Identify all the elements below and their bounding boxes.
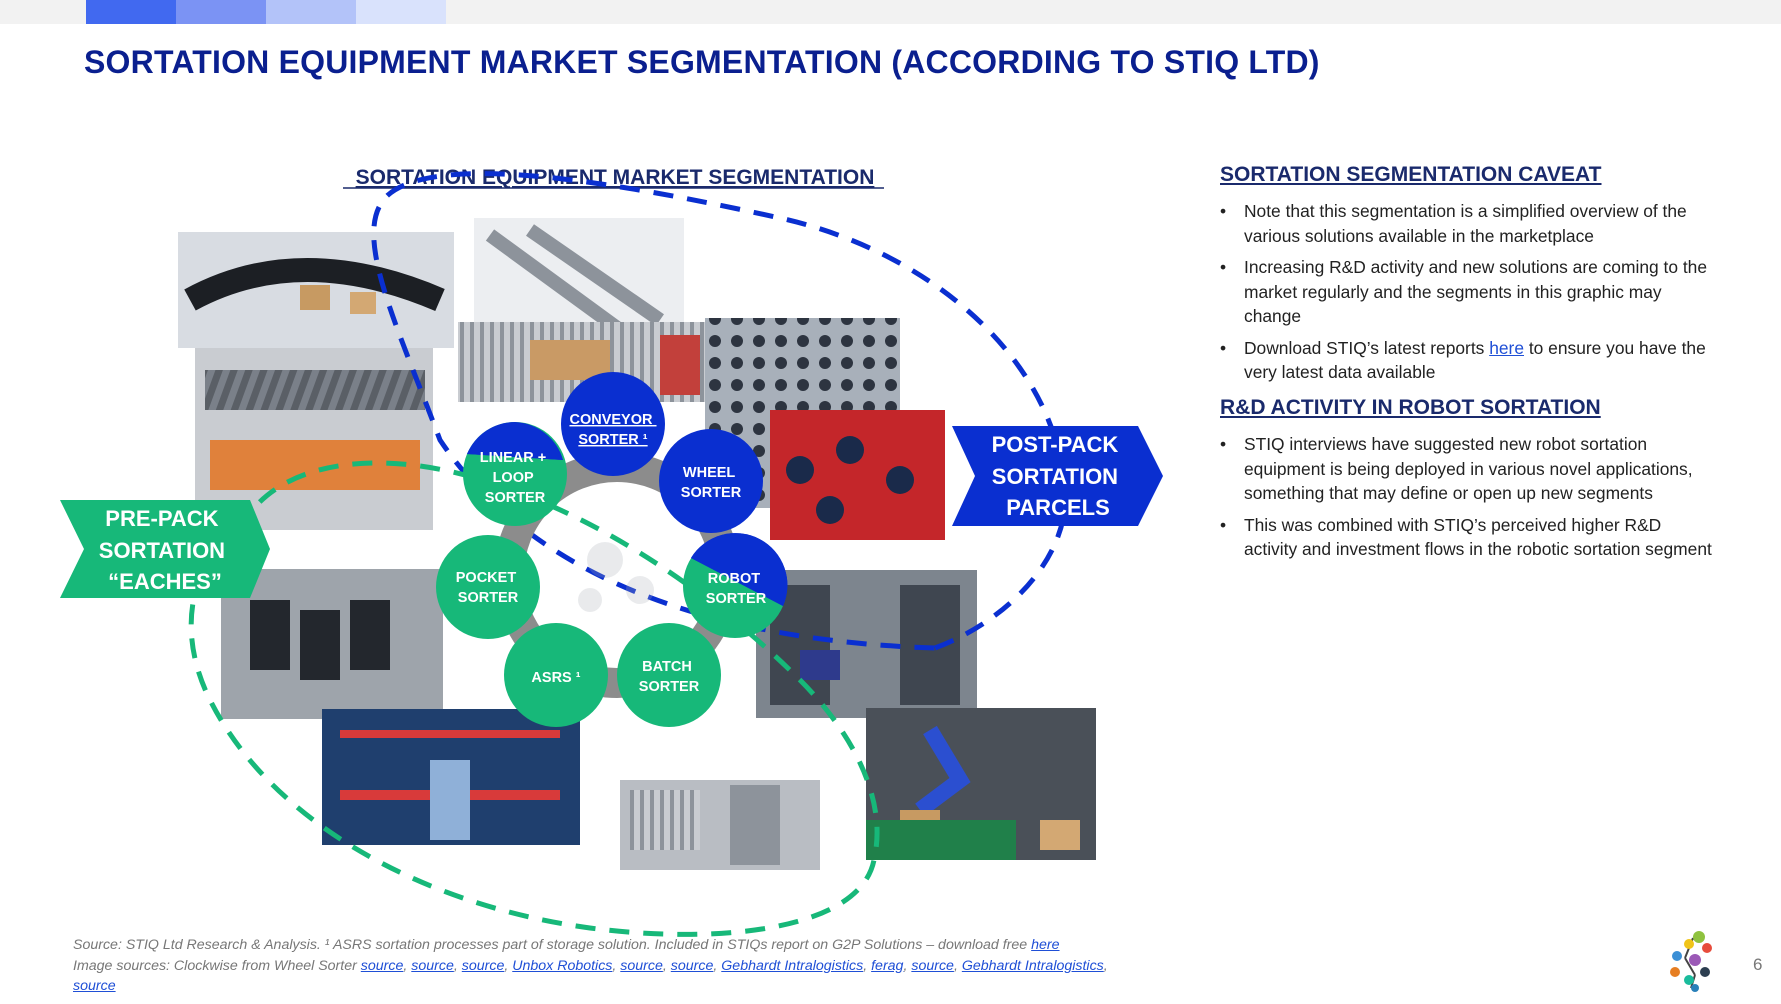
photo-loop-conveyor bbox=[178, 232, 454, 348]
reports-link[interactable]: here bbox=[1489, 337, 1524, 358]
node-batch-line1: BATCH bbox=[642, 659, 692, 675]
svg-text:CONVEYOR SORTER ¹: CONVEYOR SORTER ¹ bbox=[569, 412, 656, 448]
image-source-link-9[interactable]: source bbox=[911, 957, 954, 974]
center-watermark-logo bbox=[578, 542, 654, 612]
pre-pack-boundary bbox=[188, 460, 880, 937]
node-pocket-line1: POCKET bbox=[456, 570, 517, 586]
post-pack-line1: POST-PACK bbox=[992, 432, 1119, 457]
pre-pack-line1: PRE-PACK bbox=[105, 506, 218, 531]
image-source-link-2[interactable]: source bbox=[411, 957, 454, 974]
post-pack-arrow: POST-PACK SORTATION PARCELS bbox=[952, 426, 1163, 526]
svg-text:PRE-PACK SORTATION: PRE-PACK SORTATION “EACHES” bbox=[99, 506, 231, 594]
node-batch-line2: SORTER bbox=[639, 679, 700, 695]
node-asrs[interactable]: ASRS ¹ bbox=[504, 623, 608, 727]
node-conveyor-sorter[interactable]: CONVEYOR SORTER ¹ bbox=[561, 372, 665, 476]
caveat-bullet-3-post: to ensure you have the very latest data … bbox=[1244, 337, 1706, 383]
svg-text:LINEAR + LOOP SORT: LINEAR + LOOP SORTER bbox=[480, 450, 551, 506]
node-linear-line2: LOOP bbox=[493, 470, 534, 486]
node-asrs-line1: ASRS ¹ bbox=[531, 670, 580, 686]
image-source-link-4[interactable]: Unbox Robotics bbox=[512, 957, 613, 974]
caveat-heading: SORTATION SEGMENTATION CAVEAT bbox=[1220, 163, 1602, 186]
rnd-bullet-2: This was combined with STIQ’s perceived … bbox=[1218, 513, 1718, 562]
svg-text:ROBOT SORTER: ROBOT SORTER bbox=[706, 571, 767, 607]
image-source-link-8[interactable]: ferag bbox=[871, 957, 904, 974]
page-number: 6 bbox=[1753, 955, 1763, 974]
node-wheel-line2: SORTER bbox=[681, 485, 742, 501]
pre-pack-line3: “EACHES” bbox=[108, 569, 222, 594]
source-footnote: Source: STIQ Ltd Research & Analysis. ¹ … bbox=[73, 937, 1108, 994]
post-pack-line2: SORTATION bbox=[992, 464, 1118, 489]
footnote-line1: Source: STIQ Ltd Research & Analysis. ¹ … bbox=[73, 937, 1032, 953]
caveat-bullet-3: Download STIQ’s latest reports here to e… bbox=[1218, 336, 1718, 385]
photo-wheel-sorter bbox=[705, 318, 945, 540]
node-linear-line3: SORTER bbox=[485, 490, 546, 506]
node-conveyor-line1: CONVEYOR bbox=[569, 412, 653, 428]
pre-pack-line2: SORTATION bbox=[99, 538, 225, 563]
photo-batch-sorter bbox=[610, 750, 835, 890]
caveat-bullet-1: Note that this segmentation is a simplif… bbox=[1218, 199, 1718, 248]
top-accent-bar bbox=[0, 0, 1781, 24]
photo-pallet-conveyor bbox=[458, 322, 708, 402]
accent-segment-3 bbox=[266, 0, 356, 24]
svg-text:POCKET SORTER: POCKET SORTER bbox=[456, 570, 520, 606]
caveat-bullet-3-pre: Download STIQ’s latest reports bbox=[1244, 337, 1490, 358]
stiq-logo-icon bbox=[1670, 931, 1712, 992]
image-source-link-5[interactable]: source bbox=[620, 957, 663, 974]
node-conveyor-line2: SORTER ¹ bbox=[578, 432, 647, 448]
node-batch-sorter[interactable]: BATCH SORTER bbox=[617, 623, 721, 727]
image-source-link-10[interactable]: Gebhardt Intralogistics bbox=[961, 957, 1104, 974]
page-title: SORTATION EQUIPMENT MARKET SEGMENTATION … bbox=[84, 44, 1320, 80]
node-robot-sorter[interactable]: ROBOT SORTER bbox=[683, 533, 788, 638]
accent-segment-4 bbox=[356, 0, 446, 24]
accent-segment-1 bbox=[86, 0, 176, 24]
pre-pack-arrow: PRE-PACK SORTATION “EACHES” bbox=[60, 500, 270, 598]
accent-segment-2 bbox=[176, 0, 266, 24]
svg-text:BATCH SORTER: BATCH SORTER bbox=[639, 659, 700, 695]
rnd-heading: R&D ACTIVITY IN ROBOT SORTATION bbox=[1220, 396, 1601, 419]
image-source-link-6[interactable]: source bbox=[670, 957, 714, 974]
g2p-report-link[interactable]: here bbox=[1031, 937, 1060, 953]
node-linear-loop-sorter[interactable]: LINEAR + LOOP SORTER bbox=[463, 421, 567, 526]
node-linear-line1: LINEAR + bbox=[480, 450, 546, 466]
image-source-link-11[interactable]: source bbox=[73, 978, 116, 994]
svg-text:POST-PACK SORTATION: POST-PACK SORTATION PARCELS bbox=[992, 432, 1125, 520]
node-wheel-sorter[interactable]: WHEEL SORTER bbox=[659, 429, 763, 533]
rnd-list: STIQ interviews have suggested new robot… bbox=[1218, 432, 1718, 569]
svg-text:ASRS ¹: ASRS ¹ bbox=[531, 670, 580, 686]
node-pocket-line2: SORTER bbox=[458, 590, 519, 606]
image-source-link-7[interactable]: Gebhardt Intralogistics bbox=[721, 957, 864, 974]
photo-pocket-sorter bbox=[221, 569, 443, 719]
footnote-line2: Image sources: Clockwise from Wheel Sort… bbox=[73, 957, 361, 974]
image-source-link-3[interactable]: source bbox=[461, 957, 505, 974]
rnd-bullet-1: STIQ interviews have suggested new robot… bbox=[1218, 432, 1718, 506]
node-robot-line2: SORTER bbox=[706, 591, 767, 607]
image-source-link-1[interactable]: source bbox=[360, 957, 404, 974]
photo-robot-arm bbox=[866, 708, 1096, 860]
svg-text:WHEEL SORTER: WHEEL SORTER bbox=[681, 465, 742, 501]
node-robot-line1: ROBOT bbox=[708, 571, 761, 587]
node-pocket-sorter[interactable]: POCKET SORTER bbox=[436, 535, 540, 639]
caveat-list: Note that this segmentation is a simplif… bbox=[1218, 199, 1718, 392]
post-pack-line3: PARCELS bbox=[1006, 495, 1110, 520]
caveat-bullet-2: Increasing R&D activity and new solution… bbox=[1218, 255, 1718, 329]
node-wheel-line1: WHEEL bbox=[683, 465, 736, 481]
photo-sorter-linear bbox=[195, 348, 433, 530]
photo-asrs bbox=[322, 709, 580, 845]
